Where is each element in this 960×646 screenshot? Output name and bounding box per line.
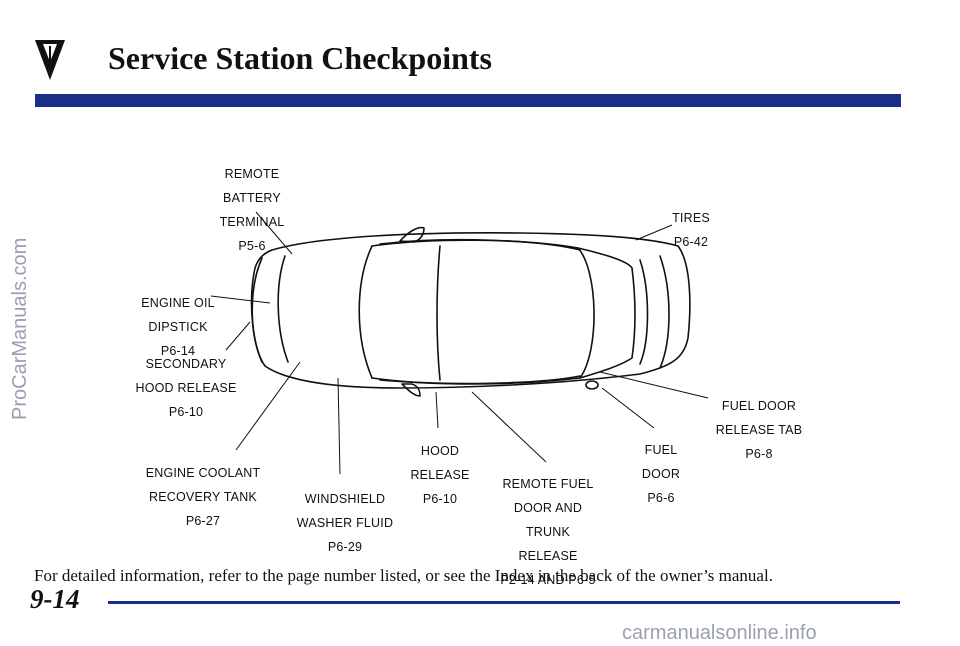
label-remote-fuel-door-trunk-release: REMOTE FUEL DOOR AND TRUNK RELEASE P2-14… [500,477,596,587]
mirror-right [401,383,421,397]
leader-fuel-door [601,387,655,429]
footnote-text: For detailed information, refer to the p… [34,566,773,585]
pontiac-arrowhead-logo [35,40,65,80]
fuel-door [585,380,599,390]
leader-remote-battery [255,211,293,255]
leader-engine-coolant [235,361,301,451]
watermark-bottom: carmanualsonline.info [622,622,817,644]
leader-windshield-washer [337,377,341,475]
roof [371,239,595,385]
rear-window [577,247,636,379]
front-bumper [251,257,263,363]
label-secondary-hood-release: SECONDARY HOOD RELEASE P6-10 [135,357,237,419]
label-hood-release: HOOD RELEASE P6-10 [410,444,470,506]
leader-remote-fuel [471,391,547,463]
label-windshield-washer-fluid: WINDSHIELD WASHER FLUID P6-29 [296,492,394,554]
leader-tires [635,224,673,241]
label-fuel-door-release-tab: FUEL DOOR RELEASE TAB P6-8 [715,399,803,461]
side-glass-lower [379,375,581,385]
car-body-outline [250,232,691,389]
label-engine-coolant-recovery-tank: ENGINE COOLANT RECOVERY TANK P6-27 [145,466,261,528]
leader-fuel-door-release [599,371,709,399]
title-bar [35,94,901,107]
leader-hood-release [435,391,439,429]
page-title: Service Station Checkpoints [108,40,492,76]
leader-engine-oil [210,295,271,304]
mirror-left [399,226,425,243]
watermark-left: ProCarManuals.com [9,237,31,420]
footer-rule [108,601,900,604]
leader-secondary-hood [225,321,251,351]
rear-end [659,255,670,369]
label-fuel-door: FUEL DOOR P6-6 [641,443,681,505]
windshield [358,245,373,379]
b-pillar [436,245,441,381]
hood-line [277,255,289,363]
trunk-line [639,259,649,365]
label-tires: TIRES P6-42 [672,211,710,249]
label-engine-oil-dipstick: ENGINE OIL DIPSTICK P6-14 [141,296,215,358]
label-remote-battery-terminal: REMOTE BATTERY TERMINAL P5-6 [219,167,285,253]
page-number: 9-14 [30,584,80,614]
